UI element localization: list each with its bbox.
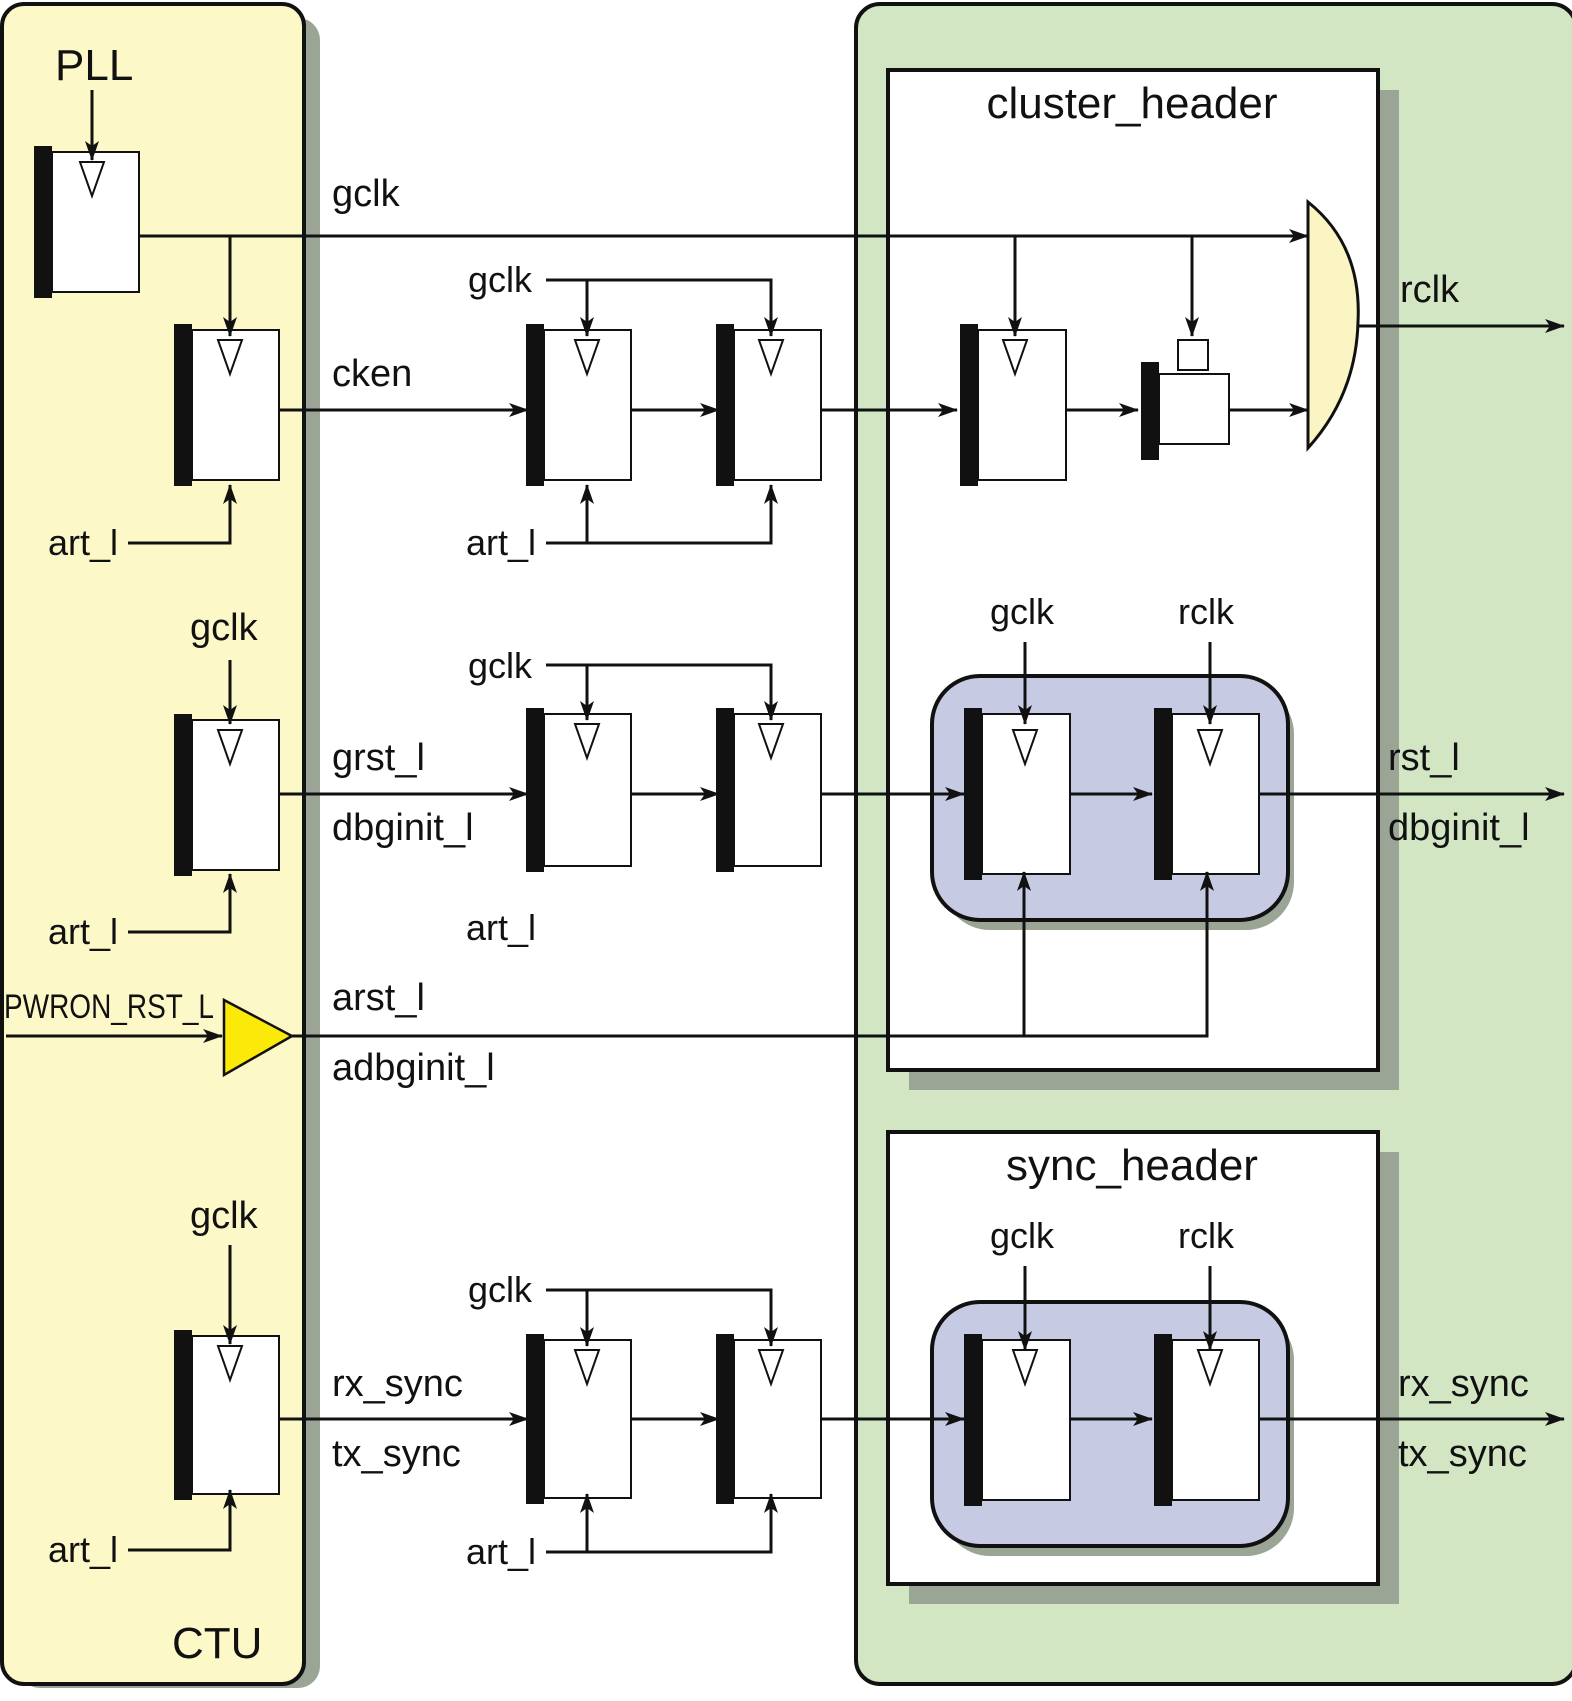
- gclk-fork-3-label: gclk: [468, 1269, 533, 1310]
- latch-clock-pin: [1177, 339, 1209, 371]
- register-bar: [1154, 1334, 1172, 1506]
- rx-sync-output-label: rx_sync: [1398, 1363, 1529, 1405]
- cken-label: cken: [332, 353, 412, 395]
- art-ctu-1-label: art_l: [48, 522, 118, 563]
- pwron-rst-label: PWRON_RST_L: [4, 988, 214, 1026]
- gclk-fork-3: [546, 1288, 778, 1347]
- wire-layer: [6, 90, 1565, 1554]
- register-bar: [960, 324, 978, 486]
- art-fork-2-label: art_l: [466, 907, 536, 948]
- register-bar: [716, 324, 734, 486]
- grst-sync-register-2: [716, 708, 822, 872]
- arst-label: arst_l: [332, 977, 425, 1019]
- rx-sync-label: rx_sync: [332, 1363, 463, 1405]
- grst-ctu-register: [174, 714, 280, 876]
- rst-sync-register-1: [964, 708, 1071, 880]
- flip-flop-icon: [216, 729, 244, 768]
- sync-sync-register-1: [526, 1334, 632, 1504]
- sync-header-register-2: [1154, 1334, 1260, 1506]
- art-ctu-2-label: art_l: [48, 911, 118, 952]
- gclk-ctu-2-label: gclk: [190, 607, 259, 649]
- flip-flop-icon: [216, 339, 244, 378]
- register-bar: [174, 324, 192, 486]
- art-fork-1: [546, 484, 778, 545]
- gclk-fork-1: [546, 278, 778, 337]
- register-bar: [1154, 708, 1172, 880]
- adbginit-label: adbginit_l: [332, 1047, 495, 1089]
- gclk-fork-2: [546, 663, 778, 721]
- arst-wire: [292, 871, 1214, 1038]
- sync-ctu-register: [174, 1330, 280, 1500]
- pll-label: PLL: [55, 41, 133, 90]
- register-bar: [964, 708, 982, 880]
- sync-sync-register-2: [716, 1334, 822, 1504]
- flip-flop-icon: [757, 723, 785, 762]
- or-gate-icon: [1306, 198, 1360, 452]
- register-bar: [716, 1334, 734, 1504]
- gclk-ctu-3-label: gclk: [190, 1195, 259, 1237]
- cluster-header-title: cluster_header: [986, 79, 1277, 128]
- art-fork-3-label: art_l: [466, 1531, 536, 1572]
- flip-flop-icon: [78, 161, 106, 200]
- flip-flop-icon: [573, 339, 601, 378]
- tx-sync-label: tx_sync: [332, 1433, 461, 1475]
- pll-register: [34, 146, 140, 298]
- gclk-rst-sync-label: gclk: [990, 591, 1055, 632]
- flip-flop-icon: [573, 1349, 601, 1388]
- rclk-sync-sync-label: rclk: [1178, 1215, 1235, 1256]
- art-fork-1-label: art_l: [466, 522, 536, 563]
- register-bar: [174, 1330, 192, 1500]
- rst-output-label: rst_l: [1388, 737, 1460, 779]
- gclk-main-label: gclk: [332, 173, 401, 215]
- dbginit-output-label: dbginit_l: [1388, 807, 1530, 849]
- art-ctu-2: [128, 873, 237, 934]
- latch-bar: [1141, 362, 1159, 460]
- flip-flop-icon: [1001, 339, 1029, 378]
- label-layer: PLL CTU gclk cken gclk art_l art_l rclk …: [4, 41, 1530, 1668]
- flip-flop-icon: [573, 723, 601, 762]
- grst-sync-register-1: [526, 708, 632, 872]
- art-ctu-3: [128, 1489, 237, 1552]
- cken-sync-register-1: [526, 324, 632, 486]
- register-bar: [34, 146, 52, 298]
- latch-body: [1158, 373, 1230, 445]
- tx-sync-output-label: tx_sync: [1398, 1433, 1527, 1475]
- gclk-fork-2-label: gclk: [468, 645, 533, 686]
- clock-gate-latch: [1141, 339, 1230, 460]
- register-bar: [526, 708, 544, 872]
- buffer-icon: [222, 997, 295, 1078]
- flip-flop-icon: [757, 339, 785, 378]
- register-bar: [526, 1334, 544, 1504]
- sync-header-register-1: [964, 1334, 1071, 1506]
- gclk-fork-1-label: gclk: [468, 259, 533, 300]
- register-bar: [716, 708, 734, 872]
- cken-header-register: [960, 324, 1067, 486]
- art-ctu-1: [128, 484, 237, 545]
- flip-flop-icon: [216, 1345, 244, 1384]
- art-ctu-3-label: art_l: [48, 1529, 118, 1570]
- cken-ctu-register: [174, 324, 280, 486]
- rst-sync-register-2: [1154, 708, 1260, 880]
- flip-flop-icon: [757, 1349, 785, 1388]
- cken-sync-register-2: [716, 324, 822, 486]
- register-bar: [964, 1334, 982, 1506]
- flip-flop-icon: [1011, 729, 1039, 768]
- flip-flop-icon: [1196, 729, 1224, 768]
- gclk-sync-sync-label: gclk: [990, 1215, 1055, 1256]
- register-bar: [526, 324, 544, 486]
- sync-header-title: sync_header: [1006, 1141, 1258, 1190]
- art-fork-3: [546, 1493, 778, 1554]
- grst-label: grst_l: [332, 737, 425, 779]
- register-bar: [174, 714, 192, 876]
- rclk-rst-sync-label: rclk: [1178, 591, 1235, 632]
- rclk-output-label: rclk: [1400, 269, 1460, 311]
- dbginit-label: dbginit_l: [332, 807, 474, 849]
- ctu-label: CTU: [172, 1619, 262, 1668]
